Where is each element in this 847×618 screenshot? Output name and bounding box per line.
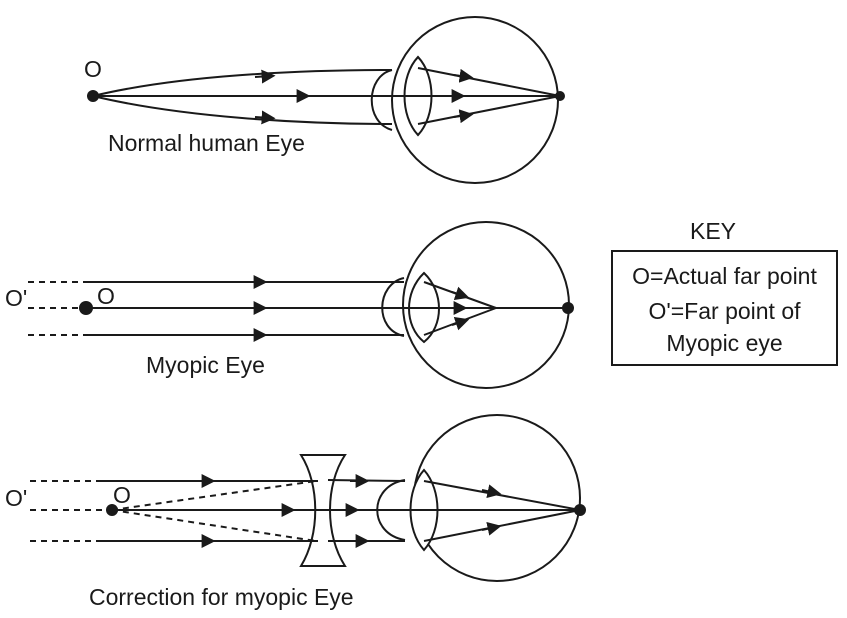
refracted-ray-upper [423,480,581,511]
key-line-myopic-eye: Myopic eye [666,330,783,356]
caption-myopic-eye: Myopic Eye [146,352,265,378]
myopic-eye-diagram [28,221,574,389]
refracted-ray-lower [417,95,561,125]
arrow [481,484,502,499]
point-label-O: O [97,283,115,309]
arrow [451,286,470,300]
arrow [453,68,474,83]
point-label-O-prime: O' [5,285,28,311]
arrow [254,110,276,125]
correction-diagram [30,414,586,582]
point-label-O: O [84,56,102,82]
caption-correction: Correction for myopic Eye [89,584,354,610]
arrow [453,109,474,124]
diverged-ray-upper [327,479,406,482]
virtual-ray-upper [111,480,317,511]
refracted-ray-lower [423,509,581,542]
caption-normal-eye: Normal human Eye [108,130,305,156]
key-box: O=Actual far point O'=Far point of Myopi… [611,250,838,366]
normal-eye-diagram [87,16,565,184]
point-label-O-prime: O' [5,485,28,511]
object-point-O [79,301,93,315]
arrow [481,521,502,536]
arrow [451,317,470,331]
eyeball [413,414,581,582]
virtual-ray-lower [111,509,317,542]
key-line-actual-far-point: O=Actual far point [632,263,817,289]
ray-upper [92,69,393,97]
point-label-O: O [113,482,131,508]
key-title: KEY [690,218,737,244]
ray-lower [92,95,393,125]
arrow [254,69,276,84]
cornea [370,69,393,131]
key-line-far-point-of: O'=Far point of [648,298,801,324]
refracted-ray-upper [417,67,561,97]
